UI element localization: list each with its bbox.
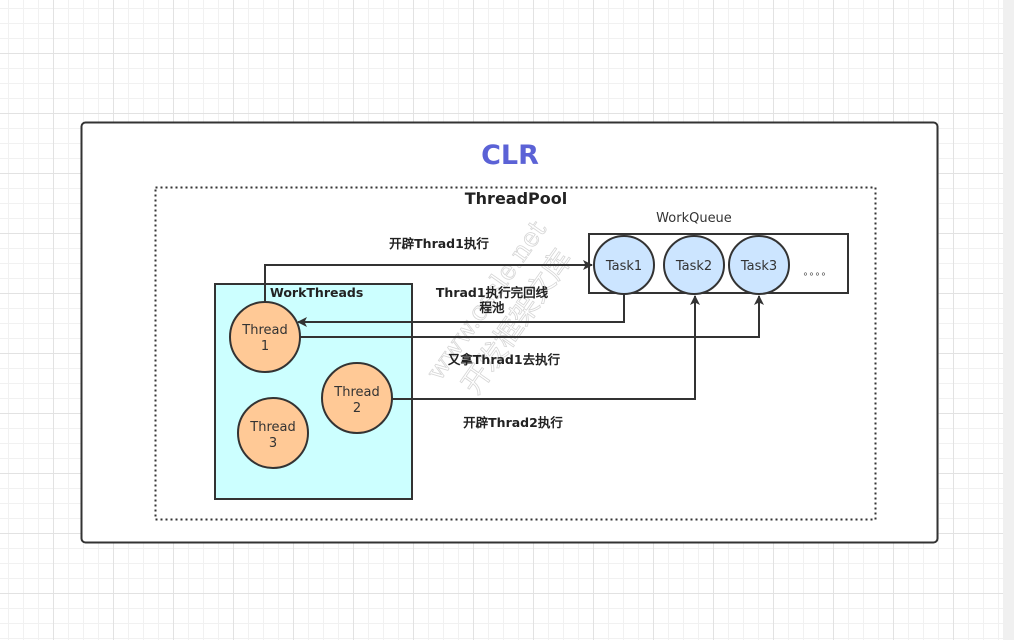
thread2-node[interactable] xyxy=(321,362,393,434)
edge-reuse-thread1[interactable] xyxy=(299,295,764,338)
label-reuse-thread1: 又拿Thrad1去执行 xyxy=(447,352,561,367)
task1-label: Task1 xyxy=(605,259,642,274)
thread1-label-line1: Thread xyxy=(241,323,287,338)
task3-label: Task3 xyxy=(740,259,777,274)
label-open-thread1: 开辟Thrad1执行 xyxy=(389,236,489,251)
queue-ellipsis: 。。。。 xyxy=(804,267,833,278)
thread2-label-line1: Thread xyxy=(333,385,379,400)
threadpool-container[interactable] xyxy=(154,186,877,521)
label-thread1-return-line1: Thrad1执行完回线 xyxy=(436,285,549,300)
thread1-label-line2: 1 xyxy=(261,339,269,354)
workqueue-title: WorkQueue xyxy=(656,211,732,226)
threadpool-title: ThreadPool xyxy=(465,189,568,208)
task2-label: Task2 xyxy=(675,259,712,274)
thread3-label-line2: 3 xyxy=(269,436,277,451)
thread2-label-line2: 2 xyxy=(353,401,361,416)
thread1-node[interactable] xyxy=(229,301,301,373)
label-thread1-return-line2: 程池 xyxy=(479,300,505,315)
workthreads-title: WorkThreads xyxy=(270,285,363,300)
edge-thread1-return[interactable] xyxy=(297,294,625,327)
edge-open-thread2[interactable] xyxy=(392,295,700,400)
edge-open-thread1[interactable] xyxy=(264,260,593,306)
thread3-node[interactable] xyxy=(237,397,309,469)
task3-node[interactable] xyxy=(728,235,790,295)
canvas-edge-strip xyxy=(1003,0,1014,640)
thread3-label-line1: Thread xyxy=(249,420,295,435)
label-open-thread2: 开辟Thrad2执行 xyxy=(463,415,563,430)
task2-node[interactable] xyxy=(663,235,725,295)
clr-title: CLR xyxy=(481,140,539,171)
